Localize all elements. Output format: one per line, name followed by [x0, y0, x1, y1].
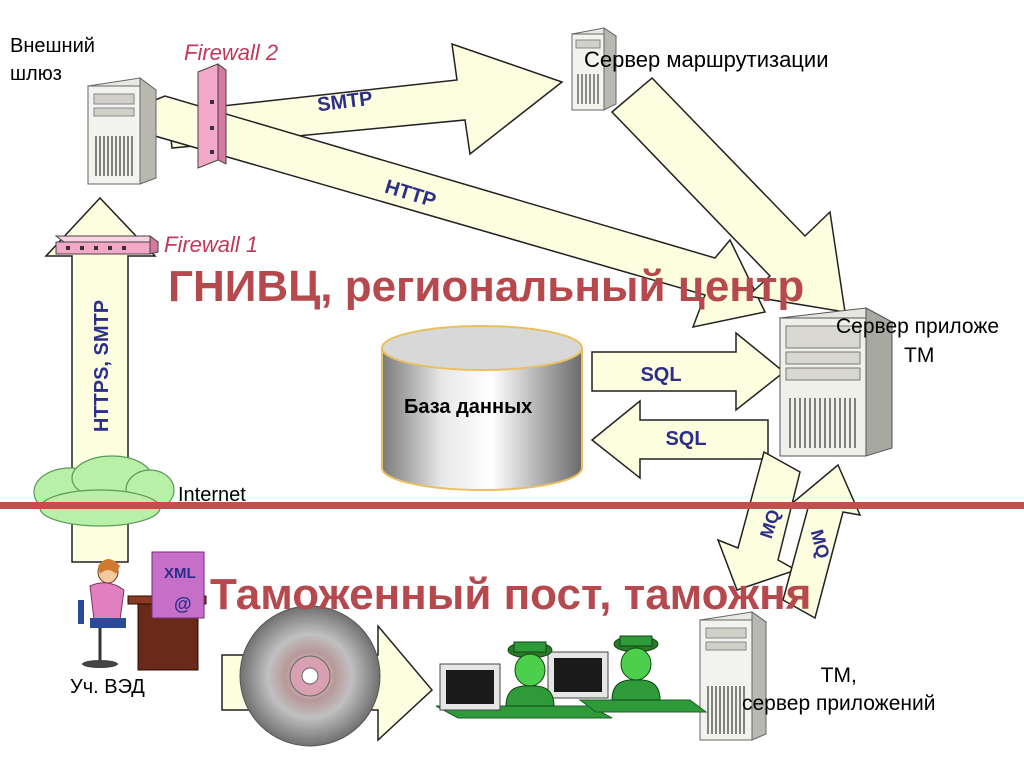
gateway-label-line2: шлюз	[10, 63, 62, 85]
customs-server-label: ТМ, сервер приложений	[742, 662, 935, 718]
customs-server-label-line1: ТМ,	[820, 664, 857, 687]
app-server-tm-label-line1: Сервер приложе	[836, 315, 1000, 338]
sql-in-arrow-label: SQL	[640, 364, 681, 386]
app-server-tm-label-line2: ТМ	[904, 344, 935, 367]
firewall2-label: Firewall 2	[184, 40, 279, 65]
app-server-tm-label: Сервер приложе ТМ	[836, 312, 999, 370]
trader-label: Уч. ВЭД	[70, 676, 145, 698]
sql-in-arrow	[591, 331, 786, 412]
customs-server-label-line2: сервер приложений	[742, 692, 936, 715]
routing-server-icon	[570, 27, 618, 111]
firewall2-icon	[197, 63, 227, 169]
zone-divider	[0, 502, 1024, 509]
routing-server-label: Сервер маршрутизации	[584, 47, 829, 72]
internet-cloud-icon	[33, 455, 175, 527]
https-smtp-arrow-label: HTTPS, SMTP	[91, 300, 113, 432]
firewall1-label: Firewall 1	[164, 232, 259, 257]
xml-document-icon: XML @	[151, 551, 205, 619]
internet-label: Internet	[178, 484, 246, 506]
mq-down-arrow	[716, 450, 801, 591]
gateway-label-line1: Внешний	[10, 35, 95, 57]
xml-label: XML	[164, 565, 196, 582]
routing-to-app-arrow	[610, 76, 846, 313]
sql-out-arrow	[590, 399, 769, 480]
cd-disc-icon	[239, 605, 381, 747]
customs-server-icon	[698, 611, 768, 741]
zone-customs-title: Таможенный пост, таможня	[210, 570, 812, 619]
firewall1-icon	[54, 235, 160, 255]
http-arrow	[154, 95, 767, 329]
zone-regional-title: ГНИВЦ, региональный центр	[168, 262, 805, 311]
gateway-server-icon	[86, 77, 158, 185]
customs-workstations-icon	[435, 635, 708, 719]
gateway-label: Внешний шлюз	[10, 32, 95, 88]
database-icon	[381, 325, 583, 491]
sql-out-arrow-label: SQL	[665, 428, 706, 450]
at-label: @	[174, 594, 192, 614]
database-label: База данных	[404, 396, 533, 418]
app-server-tm-icon	[778, 307, 894, 457]
